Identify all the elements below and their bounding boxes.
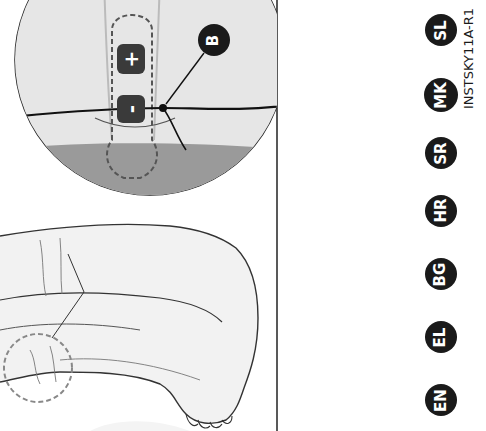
callout-letter: B [198,24,230,56]
positive-pole: + [117,44,145,74]
node-text: BG [434,262,449,286]
language-badge: HR [425,195,457,227]
node-text: MK [434,82,449,109]
node-text: EL [434,327,449,347]
node-text: EN [434,389,449,412]
document-code: INSTSKY11A-R1 [462,7,477,108]
language-badge: BG [425,258,457,290]
node-text: + [121,51,141,68]
language-badge: MK [424,78,459,113]
node-text: SR [433,142,448,164]
node-text: SL [434,20,449,40]
language-badge: EN [425,384,457,416]
node-text: B [207,34,222,45]
language-badge: SL [425,14,457,46]
node-text: HR [433,199,448,223]
node-text: - [121,105,141,113]
negative-pole: - [117,95,145,123]
language-badge: SR [425,137,457,169]
language-badge: EL [425,321,457,353]
